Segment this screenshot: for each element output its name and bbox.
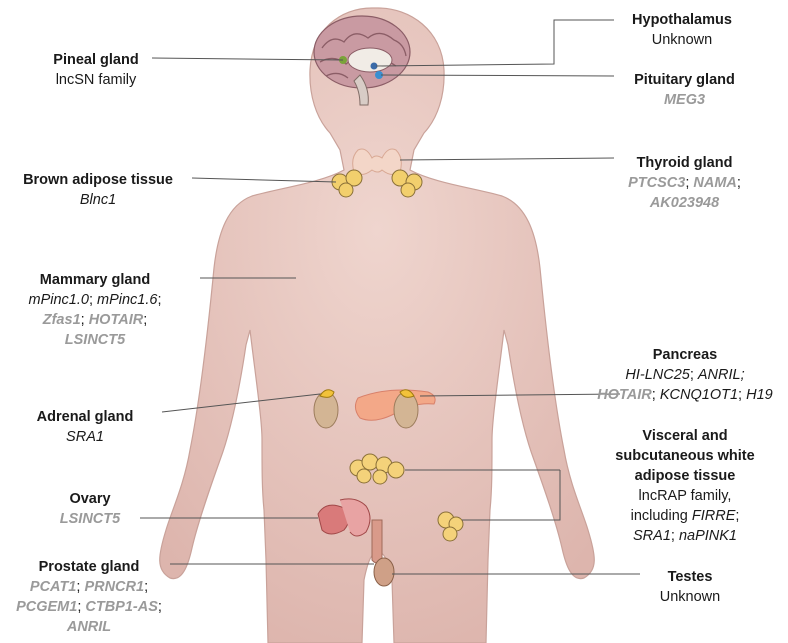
prostate-gene-text: CTBP1-AS — [85, 599, 158, 615]
thyroid-gene-text: ; — [737, 175, 741, 191]
thyroid-line — [400, 158, 614, 160]
visceral-gene-text: ; — [735, 508, 739, 524]
brown-gene-line: Blnc1 — [8, 190, 188, 210]
hypothalamus-gene-text: Unknown — [652, 32, 712, 48]
prostate-title: Prostate gland — [4, 557, 174, 577]
mammary-gene-line: LSINCT5 — [10, 330, 180, 350]
brown-gene-text: Blnc1 — [80, 192, 116, 208]
testes-label: Testes Unknown — [640, 567, 740, 607]
visceral-title-3: adipose tissue — [590, 466, 780, 486]
pancreas-gene-line: HI-LNC25; ANRIL; — [590, 365, 780, 385]
prostate-gene-text: PCAT1 — [30, 579, 76, 595]
testes-gene-line: Unknown — [640, 587, 740, 607]
visceral-title-2: subcutaneous white — [590, 446, 780, 466]
mammary-gene-text: mPinc1.0 — [29, 292, 89, 308]
thyroid-gene-text: AK023948 — [650, 195, 719, 211]
hypothalamus-label: Hypothalamus Unknown — [612, 10, 752, 50]
prostate-gene-line: PCAT1; PRNCR1; — [4, 577, 174, 597]
visceral-gene-text: including — [631, 508, 692, 524]
pineal-title: Pineal gland — [36, 50, 156, 70]
pancreas-gene-text: ANRIL; — [698, 367, 745, 383]
pancreas-gene-line: HOTAIR; KCNQ1OT1; H19 — [590, 385, 780, 405]
hypothalamus-gene-line: Unknown — [612, 30, 752, 50]
visceral-title-1: Visceral and — [590, 426, 780, 446]
pancreas-gene-text: ; — [690, 367, 698, 383]
mammary-gene-line: Zfas1; HOTAIR; — [10, 310, 180, 330]
prostate-label: Prostate gland PCAT1; PRNCR1;PCGEM1; CTB… — [4, 557, 174, 637]
mammary-gene-text: HOTAIR — [89, 312, 144, 328]
mammary-title: Mammary gland — [10, 270, 180, 290]
pineal-label: Pineal gland lncSN family — [36, 50, 156, 90]
pineal-gene-text: lncSN family — [56, 72, 137, 88]
mammary-gene-text: Zfas1 — [43, 312, 81, 328]
pancreas-label: Pancreas HI-LNC25; ANRIL;HOTAIR; KCNQ1OT… — [590, 345, 780, 405]
pineal-gene-line: lncSN family — [36, 70, 156, 90]
prostate-gene-text: PRNCR1 — [84, 579, 144, 595]
pancreas-gene-text: HOTAIR — [597, 387, 652, 403]
testes-title: Testes — [640, 567, 740, 587]
ovary-label: Ovary LSINCT5 — [40, 489, 140, 529]
hypothalamus-title: Hypothalamus — [612, 10, 752, 30]
prostate-gene-text: ; — [158, 599, 162, 615]
prostate-gene-line: ANRIL — [4, 617, 174, 637]
thyroid-title: Thyroid gland — [612, 153, 757, 173]
pancreas-gene-text: ; — [738, 387, 746, 403]
ovary-gene-line: LSINCT5 — [40, 509, 140, 529]
mammary-gene-text: mPinc1.6 — [97, 292, 157, 308]
adrenal-label: Adrenal gland SRA1 — [10, 407, 160, 447]
pancreas-gene-text: ; — [652, 387, 660, 403]
mammary-gene-text: ; — [157, 292, 161, 308]
adrenal-gene-line: SRA1 — [10, 427, 160, 447]
mammary-gene-line: mPinc1.0; mPinc1.6; — [10, 290, 180, 310]
mammary-label: Mammary gland mPinc1.0; mPinc1.6;Zfas1; … — [10, 270, 180, 350]
thyroid-gene-text: PTCSC3 — [628, 175, 685, 191]
pituitary-title: Pituitary gland — [612, 70, 757, 90]
brown-adipose-line — [192, 178, 336, 182]
pituitary-label: Pituitary gland MEG3 — [612, 70, 757, 110]
mammary-gene-text: ; — [143, 312, 147, 328]
pancreas-gene-text: H19 — [746, 387, 773, 403]
brown-adipose-label: Brown adipose tissue Blnc1 — [8, 170, 188, 210]
pituitary-gene-text: MEG3 — [664, 92, 705, 108]
pancreas-gene-text: KCNQ1OT1 — [660, 387, 738, 403]
pancreas-title: Pancreas — [590, 345, 780, 365]
visceral-gene-text: SRA1 — [633, 528, 671, 544]
visceral-gene-text: lncRAP family, — [639, 488, 732, 504]
visceral-gene-line: SRA1; naPINK1 — [590, 526, 780, 546]
ovary-gene-text: LSINCT5 — [60, 511, 120, 527]
adrenal-gene-text: SRA1 — [66, 429, 104, 445]
pituitary-gene-line: MEG3 — [612, 90, 757, 110]
visceral-label: Visceral and subcutaneous white adipose … — [590, 426, 780, 546]
mammary-gene-text: LSINCT5 — [65, 332, 125, 348]
pancreas-gene-text: HI-LNC25 — [625, 367, 689, 383]
mammary-gene-text: ; — [89, 292, 97, 308]
testes-gene-text: Unknown — [660, 589, 720, 605]
visceral-gene-text: ; — [671, 528, 679, 544]
prostate-gene-text: ; — [144, 579, 148, 595]
visceral-gene-text: FIRRE — [692, 508, 736, 524]
adrenal-title: Adrenal gland — [10, 407, 160, 427]
thyroid-gene-line: PTCSC3; NAMA; — [612, 173, 757, 193]
prostate-gene-text: PCGEM1 — [16, 599, 77, 615]
thyroid-label: Thyroid gland PTCSC3; NAMA; AK023948 — [612, 153, 757, 213]
ovary-title: Ovary — [40, 489, 140, 509]
mammary-gene-text: ; — [81, 312, 89, 328]
brown-adipose-title: Brown adipose tissue — [8, 170, 188, 190]
prostate-gene-text: ANRIL — [67, 619, 111, 635]
thyroid-gene-text: NAMA — [693, 175, 737, 191]
visceral-gene-text: naPINK1 — [679, 528, 737, 544]
thyroid-gene-line: AK023948 — [612, 193, 757, 213]
prostate-gene-line: PCGEM1; CTBP1-AS; — [4, 597, 174, 617]
visceral-gene-line: lncRAP family, — [590, 486, 780, 506]
visceral-gene-line: including FIRRE; — [590, 506, 780, 526]
